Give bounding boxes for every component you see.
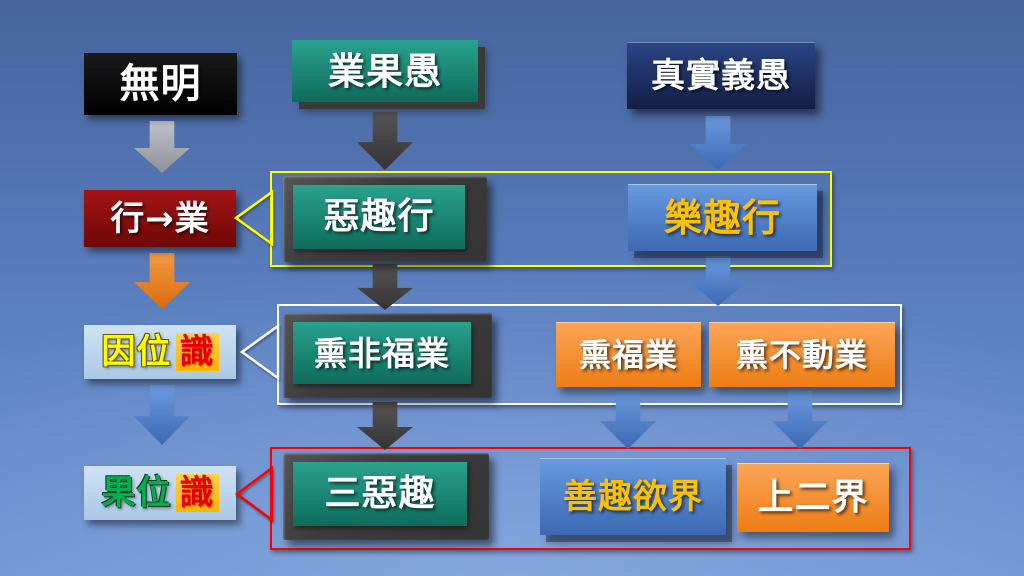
node-guoweishi-prefix: 果位 [101,473,172,513]
node-guoweishi-shi: 識 [175,474,219,512]
node-wuming-label: 無明 [119,61,202,107]
node-xingye-label: 行→業 [110,198,210,239]
node-yinweishi-prefix: 因位 [101,332,172,372]
yellow-left-arrow-icon [233,189,274,247]
arrow-xingye-to-yinweishi [134,253,190,309]
node-sanequ: 三惡趣 [293,462,467,526]
node-yeguoyu: 業果愚 [292,40,478,102]
node-xunfuye-label: 熏福業 [578,336,678,374]
red-left-arrow-icon [234,465,274,523]
node-guoweishi: 果位識 [84,466,236,520]
node-xunfuye: 熏福業 [556,322,701,387]
node-sanequ-slab: 三惡趣 [283,453,489,540]
node-shanquyujie-label: 善趣欲界 [563,477,703,517]
node-xingye: 行→業 [84,190,236,247]
node-yinweishi: 因位識 [84,325,236,379]
node-xunfeifuye-slab: 熏非福業 [283,313,492,398]
node-lequxing-label: 樂趣行 [663,196,781,240]
white-left-arrow-icon [239,323,280,381]
arrow-xunfeifuye-to-sanequ [357,402,413,450]
node-equxing: 惡趣行 [293,185,465,249]
arrow-zhenshiyiyu-to-lequxing [690,116,746,170]
node-shangerjie-label: 上二界 [757,477,869,518]
arrow-yeguoyu-to-equxing [357,112,413,170]
node-xunfeifuye: 熏非福業 [293,322,471,384]
node-zhenshiyiyu: 真實義愚 [627,42,815,109]
node-equxing-slab: 惡趣行 [283,176,487,262]
node-xunbudongye: 熏不動業 [709,322,895,387]
node-sanequ-label: 三惡趣 [324,473,436,514]
node-yinweishi-shi: 識 [175,333,219,371]
node-shanquyujie: 善趣欲界 [540,458,726,535]
node-equxing-label: 惡趣行 [323,196,435,237]
node-wuming: 無明 [84,53,237,115]
node-yeguoyu-label: 業果愚 [328,49,442,93]
node-zhenshiyiyu-label: 真實義愚 [651,56,791,96]
node-shangerjie: 上二界 [737,463,889,532]
arrow-yinweishi-to-guoweishi [134,385,190,445]
node-lequxing: 樂趣行 [628,184,817,251]
node-xunfeifuye-label: 熏非福業 [314,333,450,373]
node-xunbudongye-label: 熏不動業 [735,336,868,374]
arrow-wuming-to-xingye [134,121,190,173]
